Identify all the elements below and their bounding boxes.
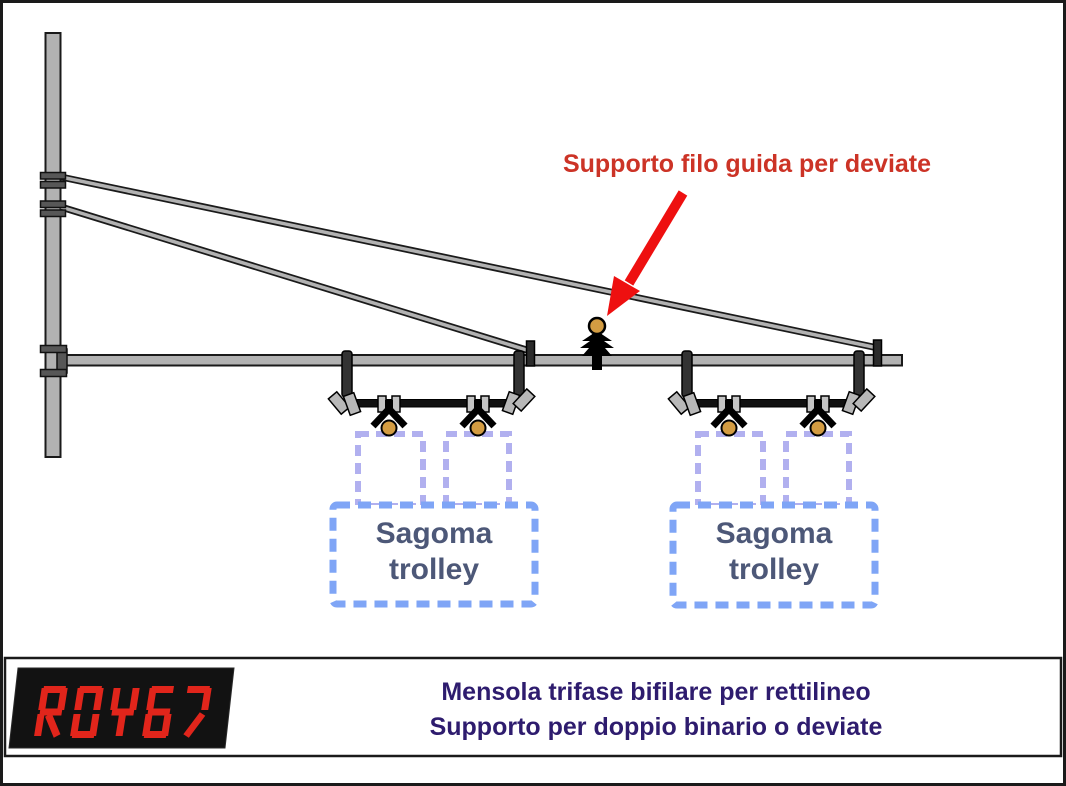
footer-title-line2: Supporto per doppio binario o deviate [430,713,883,741]
footer-title-line1: Mensola trifase bifilare per rettilineo [441,678,870,706]
end-fitting-icon [667,390,691,416]
annotation-label: Supporto filo guida per deviate [563,150,931,178]
trolley-wire-icon [380,419,398,437]
rod-anchor-bar-right [872,339,883,367]
drop-hanger [853,350,865,398]
trolley-wire-icon [809,419,827,437]
sagoma-label-line1: Sagoma [376,517,493,550]
guide-wire-icon [587,316,607,336]
annotation-arrow-icon [607,190,688,316]
drop-hanger [341,350,353,398]
logo-digit [70,686,104,738]
guide-wire-support [580,316,614,370]
logo-digit [110,688,140,736]
wire-hanger-assembly-left [327,350,536,437]
logo-digit [142,686,174,738]
end-fitting-icon [682,391,702,417]
end-fitting-icon [852,387,876,413]
pole-clamp-bands [39,171,67,218]
wire-hanger-assembly-right [667,350,876,437]
rod-anchor-bar-left [525,340,536,367]
trolley-wire-icon [469,419,487,437]
trolley-wire-suspension [459,395,497,437]
drop-hanger [513,350,525,398]
logo-digital-text [34,686,212,738]
end-fitting-icon [342,391,362,417]
bracket-beam [59,354,903,367]
trolley-wire-suspension [710,395,748,437]
beam-pole-clamp [39,344,68,378]
sagoma-trolley-box-left: Sagoma trolley [329,431,539,608]
support-spring-icon [580,331,614,356]
sagoma-label-line2: trolley [729,553,819,586]
tie-rod-lower [59,203,532,355]
trolley-gauge-box [669,501,879,609]
logo-digit [34,686,68,738]
tie-rod-upper [60,173,879,352]
sagoma-label-line2: trolley [389,553,479,586]
logo-digit [183,686,212,738]
drop-hanger [681,350,693,398]
trolley-wire-suspension [799,395,837,437]
sagoma-label-line1: Sagoma [716,517,833,550]
hanger-cross-bar [345,399,518,408]
trolley-gauge-box [329,501,539,608]
hanger-cross-bar [685,399,858,408]
sagoma-trolley-box-right: Sagoma trolley [669,431,879,609]
trolley-wire-icon [720,419,738,437]
trolley-wire-suspension [370,395,408,437]
pole [44,32,62,458]
end-fitting-icon [327,390,351,416]
end-fitting-icon [512,387,536,413]
